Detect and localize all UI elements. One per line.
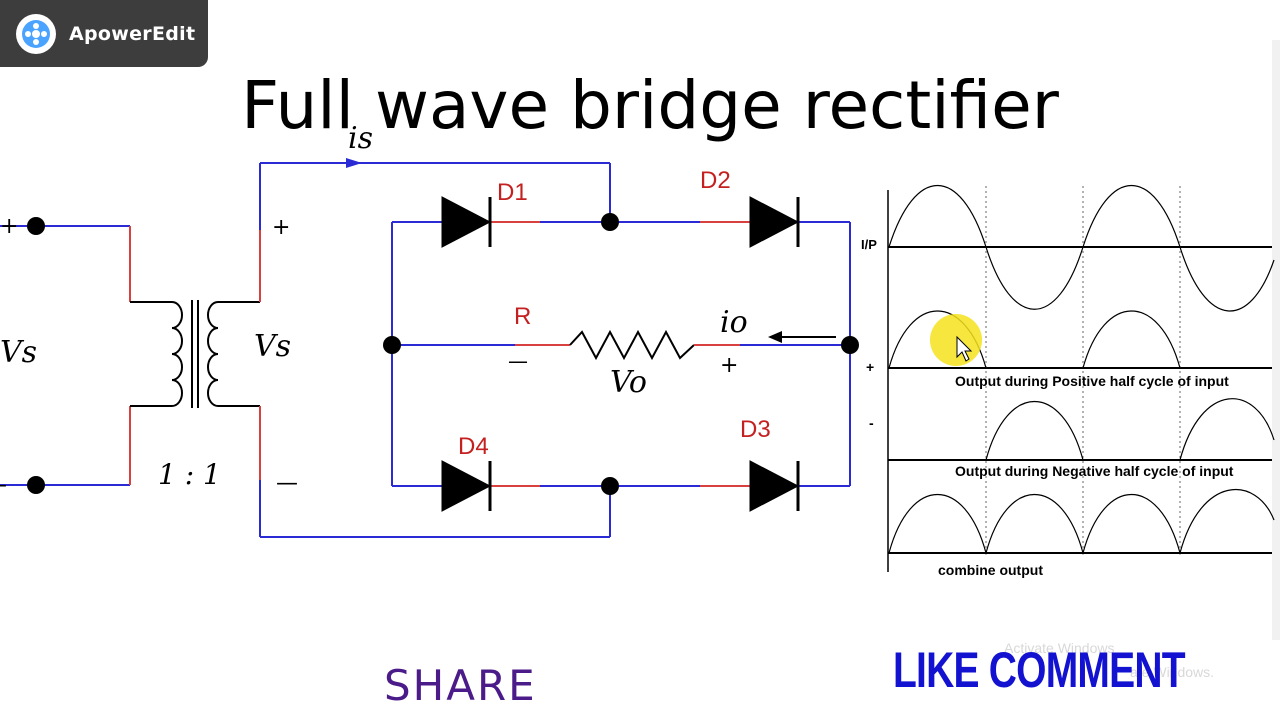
resistor-minus-label: — <box>508 349 528 373</box>
waveform-baselines <box>888 246 1272 554</box>
resistor-plus-label: + <box>720 353 738 378</box>
wires <box>0 162 851 538</box>
junctions <box>27 213 859 495</box>
like-comment-text: LIKE COMMENT <box>893 642 1186 698</box>
diode-d2-label: D2 <box>700 167 731 194</box>
negative-caption: Output during Negative half cycle of inp… <box>955 463 1234 479</box>
transformer <box>171 300 219 408</box>
input-plus-label: + <box>0 214 18 239</box>
secondary-coil <box>207 301 219 407</box>
app-watermark: ApowerEdit <box>0 0 208 67</box>
junction-bottom <box>601 477 619 495</box>
app-name: ApowerEdit <box>69 22 196 45</box>
slide-title: Full wave bridge rectifier <box>241 67 1059 144</box>
diode-d3 <box>749 460 800 512</box>
waveform-curves <box>888 185 1275 556</box>
diode-d4-label: D4 <box>458 433 489 460</box>
os-activation-notice: Activate Windows <box>1004 640 1115 656</box>
share-text: SHARE <box>384 661 537 710</box>
turns-ratio-label: 1 : 1 <box>158 458 221 491</box>
secondary-plus-label: + <box>272 215 290 240</box>
output-current-arrow <box>768 331 836 343</box>
input-label: I/P <box>861 237 877 252</box>
secondary-voltage-label: Vs <box>254 329 291 364</box>
output-voltage-label: Vo <box>610 365 647 400</box>
combined-output-wave <box>888 488 1275 556</box>
os-activation-notice-2: ate Windows. <box>1130 664 1215 680</box>
output-current-label: io <box>720 305 748 340</box>
junction-right <box>841 336 859 354</box>
cursor-arrow-icon <box>956 335 973 362</box>
diode-d4 <box>441 460 492 512</box>
source-voltage-label: Vs <box>0 335 37 370</box>
mouse-cursor <box>930 314 982 366</box>
diode-d1 <box>441 196 492 248</box>
source-current-label: is <box>348 121 373 156</box>
plus-marker: + <box>866 359 874 375</box>
combined-caption: combine output <box>938 562 1043 578</box>
primary-coil <box>171 301 183 407</box>
waveform-period-markers <box>985 186 1181 553</box>
input-sine-wave <box>888 185 1275 312</box>
junction-left <box>383 336 401 354</box>
diode-d1-label: D1 <box>497 179 528 206</box>
diode-d2 <box>749 196 800 248</box>
apoweredit-logo-icon <box>16 13 56 54</box>
input-minus-label: – <box>0 473 7 498</box>
diodes <box>441 196 800 512</box>
resistor-zigzag <box>569 329 695 361</box>
waveform-panel: I/P + - Output during Positive half cycl… <box>861 185 1275 578</box>
secondary-minus-label: — <box>276 471 298 496</box>
scrollbar-track[interactable] <box>1272 40 1280 640</box>
cursor-highlight <box>930 314 982 366</box>
diode-d3-label: D3 <box>740 416 771 443</box>
terminal-input-bottom <box>27 476 45 494</box>
source-current-arrow <box>346 158 362 168</box>
junction-top <box>601 213 619 231</box>
minus-marker: - <box>869 415 874 431</box>
terminal-input-top <box>27 217 45 235</box>
negative-half-output-wave <box>985 398 1275 461</box>
positive-caption: Output during Positive half cycle of inp… <box>955 373 1229 389</box>
resistor-label: R <box>514 303 531 330</box>
